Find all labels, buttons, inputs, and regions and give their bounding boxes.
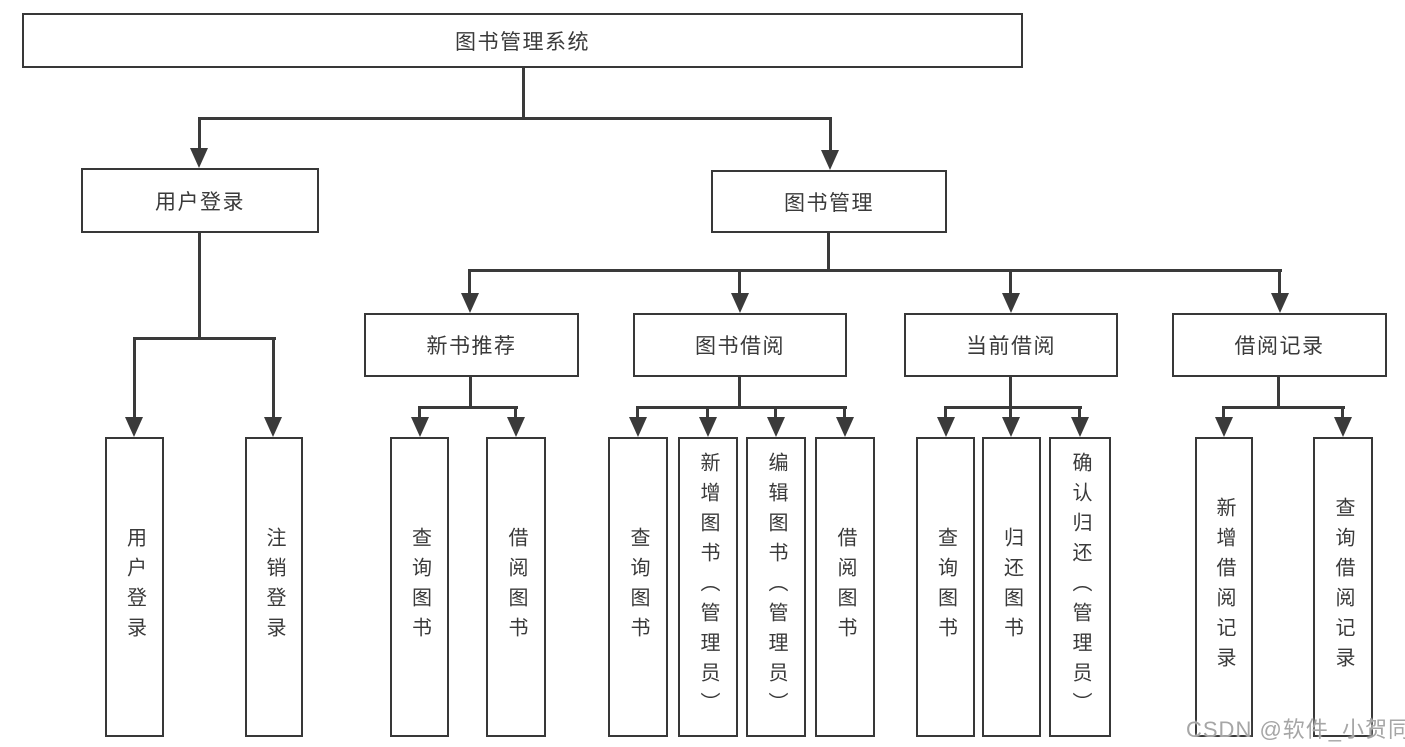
connector-line xyxy=(843,406,846,419)
connector-line xyxy=(637,406,847,409)
leaf-confirm-return-admin: 确认归还（管理员） xyxy=(1049,437,1111,737)
connector-line xyxy=(522,68,525,117)
arrow-down-icon xyxy=(1002,417,1020,437)
connector-line xyxy=(468,269,471,295)
connector-line xyxy=(1222,406,1225,419)
leaf-logout: 注销登录 xyxy=(245,437,303,737)
connector-line xyxy=(738,269,741,295)
connector-line xyxy=(1009,377,1012,406)
leaf-user-login: 用户登录 xyxy=(105,437,164,737)
connector-line xyxy=(1078,406,1081,419)
connector-line xyxy=(1009,269,1012,295)
leaf-query-books-borrow: 查询图书 xyxy=(608,437,668,737)
arrow-down-icon xyxy=(821,150,839,170)
node-borrow-records: 借阅记录 xyxy=(1172,313,1387,377)
node-book-management-label: 图书管理 xyxy=(784,191,874,215)
connector-line xyxy=(827,233,830,269)
node-borrow-records-label: 借阅记录 xyxy=(1234,335,1325,358)
node-root-label: 图书管理系统 xyxy=(455,30,590,54)
node-new-book-recommend-label: 新书推荐 xyxy=(426,335,517,358)
leaf-query-books-current: 查询图书 xyxy=(916,437,975,737)
arrow-down-icon xyxy=(937,417,955,437)
connector-line xyxy=(198,117,832,120)
leaf-edit-books-admin: 编辑图书（管理员） xyxy=(746,437,806,737)
leaf-return-books: 归还图书 xyxy=(982,437,1041,737)
csdn-watermark: CSDN @软件_小贺同学 xyxy=(1186,717,1405,742)
node-new-book-recommend: 新书推荐 xyxy=(364,313,579,377)
connector-line xyxy=(133,337,136,419)
leaf-add-books-admin: 新增图书（管理员） xyxy=(678,437,738,737)
leaf-query-borrow-record: 查询借阅记录 xyxy=(1313,437,1373,737)
connector-line xyxy=(829,117,832,152)
connector-line xyxy=(1277,377,1280,406)
node-user-login-label: 用户登录 xyxy=(155,190,245,214)
arrow-down-icon xyxy=(1071,417,1089,437)
node-user-login: 用户登录 xyxy=(81,168,319,233)
connector-line xyxy=(944,406,947,419)
node-book-management: 图书管理 xyxy=(711,170,947,233)
connector-line xyxy=(1223,406,1345,409)
leaf-borrow-books: 借阅图书 xyxy=(815,437,875,737)
connector-line xyxy=(1341,406,1344,419)
arrow-down-icon xyxy=(836,417,854,437)
arrow-down-icon xyxy=(264,417,282,437)
connector-line xyxy=(706,406,709,419)
node-root: 图书管理系统 xyxy=(22,13,1023,68)
arrow-down-icon xyxy=(125,417,143,437)
connector-line xyxy=(738,377,741,406)
connector-line xyxy=(636,406,639,419)
connector-line xyxy=(1009,406,1012,419)
node-current-borrow: 当前借阅 xyxy=(904,313,1118,377)
connector-line xyxy=(198,117,201,150)
connector-line xyxy=(514,406,517,419)
arrow-down-icon xyxy=(461,293,479,313)
arrow-down-icon xyxy=(767,417,785,437)
arrow-down-icon xyxy=(190,148,208,168)
connector-line xyxy=(419,406,518,409)
connector-line xyxy=(774,406,777,419)
leaf-borrow-books-recommend: 借阅图书 xyxy=(486,437,546,737)
arrow-down-icon xyxy=(411,417,429,437)
leaf-query-books-recommend: 查询图书 xyxy=(390,437,449,737)
arrow-down-icon xyxy=(1334,417,1352,437)
arrow-down-icon xyxy=(731,293,749,313)
connector-line xyxy=(418,406,421,419)
node-book-borrow: 图书借阅 xyxy=(633,313,847,377)
connector-line xyxy=(469,377,472,406)
arrow-down-icon xyxy=(507,417,525,437)
connector-line xyxy=(272,337,275,419)
leaf-add-borrow-record: 新增借阅记录 xyxy=(1195,437,1253,737)
arrow-down-icon xyxy=(1215,417,1233,437)
connector-line xyxy=(945,406,1082,409)
arrow-down-icon xyxy=(629,417,647,437)
node-book-borrow-label: 图书借阅 xyxy=(695,335,785,358)
arrow-down-icon xyxy=(699,417,717,437)
arrow-down-icon xyxy=(1271,293,1289,313)
connector-line xyxy=(133,337,276,340)
node-current-borrow-label: 当前借阅 xyxy=(966,335,1056,358)
connector-line xyxy=(1278,269,1281,295)
arrow-down-icon xyxy=(1002,293,1020,313)
connector-line xyxy=(198,233,201,337)
connector-line xyxy=(469,269,1282,272)
